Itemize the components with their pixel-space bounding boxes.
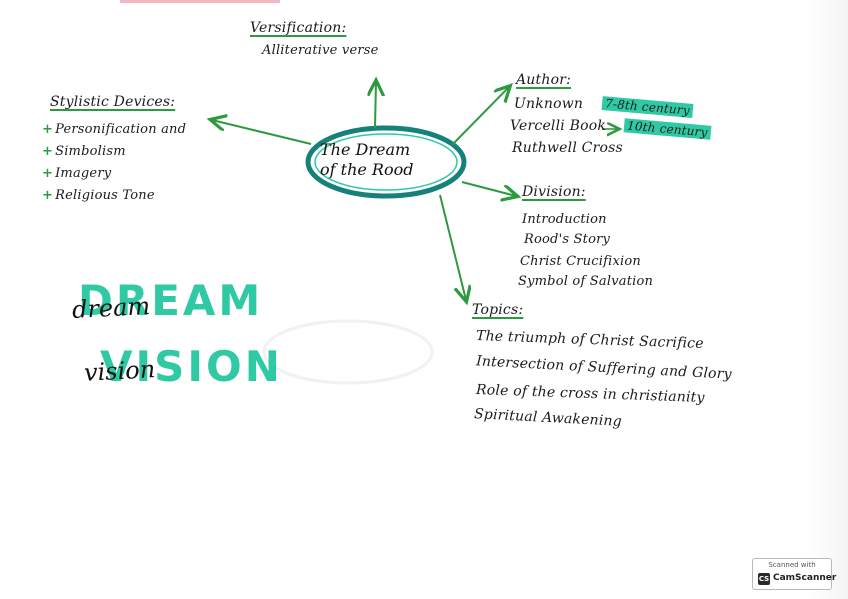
center-title-line2: of the Rood — [320, 160, 414, 179]
author-vercelli: Vercelli Book — [510, 118, 607, 134]
stylistic-item: +Simbolism — [42, 144, 126, 159]
division-item: Introduction — [522, 212, 607, 227]
author-unknown: Unknown — [514, 96, 584, 112]
paper-edge-shadow — [806, 0, 848, 599]
stylistic-item-text: Imagery — [55, 166, 112, 181]
arrow-to-author — [451, 87, 509, 146]
stylistic-item: +Personification and — [42, 122, 187, 137]
stylistic-heading: Stylistic Devices: — [50, 94, 176, 110]
center-title: The Dream of the Rood — [320, 140, 460, 180]
stylistic-item: +Religious Tone — [42, 188, 155, 203]
genre-vision-word: VISION — [100, 342, 283, 391]
arrow-to-versification — [375, 82, 376, 129]
division-heading: Division: — [522, 184, 586, 200]
arrow-to-division — [461, 181, 516, 196]
erased-oval — [262, 319, 434, 385]
versification-item: Alliterative verse — [262, 43, 379, 58]
division-item: Christ Crucifixion — [520, 254, 641, 269]
genre-vision-ink: vision — [83, 355, 156, 387]
camscanner-logo-icon: CS — [758, 573, 770, 585]
stylistic-item-text: Religious Tone — [55, 188, 155, 203]
author-heading: Author: — [516, 72, 572, 88]
badge-brand: CamScanner — [773, 573, 837, 583]
genre-dream-word: DREAM — [78, 276, 264, 325]
badge-caption: Scanned with — [768, 561, 816, 569]
stylistic-item-text: Personification and — [55, 122, 187, 137]
division-item: Symbol of Salvation — [518, 274, 654, 289]
genre-dream-ink: dream — [71, 291, 151, 325]
camscanner-badge: Scanned with CS CamScanner — [752, 558, 836, 590]
center-oval-outer — [305, 125, 467, 199]
arrow-to-stylistic — [212, 120, 312, 145]
division-item: Rood's Story — [524, 232, 611, 247]
versification-heading: Versification: — [250, 20, 347, 36]
center-oval-inner — [314, 133, 458, 191]
arrow-to-topics — [439, 194, 466, 300]
author-ruthwell: Ruthwell Cross — [512, 140, 623, 156]
stylistic-item: +Imagery — [42, 166, 112, 181]
top-tint — [120, 0, 280, 3]
topics-heading: Topics: — [472, 302, 524, 318]
stylistic-item-text: Simbolism — [55, 144, 126, 159]
center-title-line1: The Dream — [320, 140, 411, 159]
